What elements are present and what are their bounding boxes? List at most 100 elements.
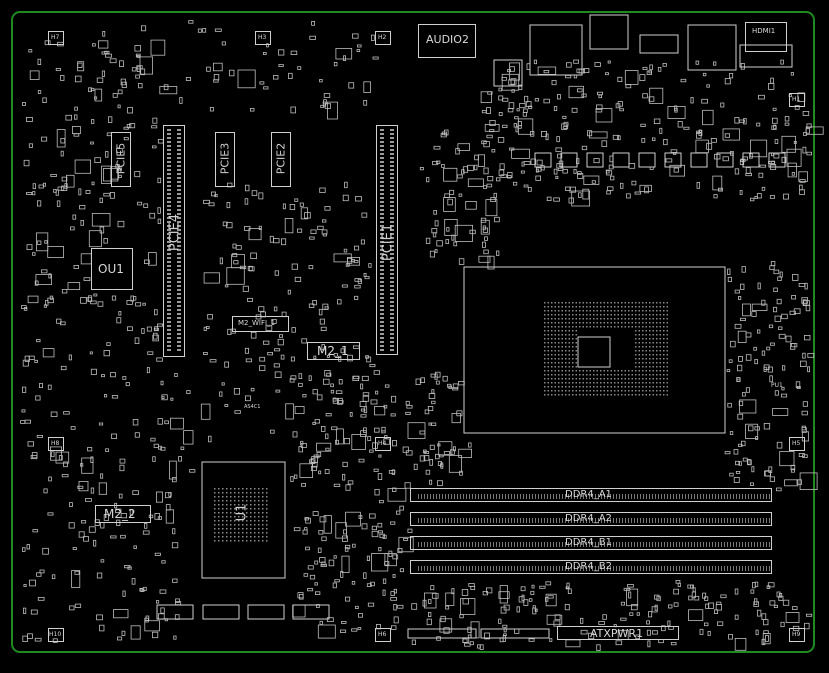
cpu-pin xyxy=(628,382,630,384)
atxpwr-connector[interactable] xyxy=(557,626,679,640)
pcie4-pin xyxy=(177,249,181,251)
dimm-pin xyxy=(706,542,707,547)
smd-component xyxy=(37,597,45,601)
pcie4-pin xyxy=(177,261,181,263)
pcie4-pin xyxy=(167,161,171,163)
dimm-pin xyxy=(442,542,443,547)
smd-component xyxy=(595,108,613,123)
smd-component xyxy=(342,461,348,467)
pch-pin xyxy=(246,500,248,502)
pch-pin xyxy=(254,528,256,530)
cpu-pin xyxy=(631,302,633,304)
smd-component xyxy=(74,106,78,111)
smd-component xyxy=(776,487,782,492)
pcie5-slot[interactable] xyxy=(111,132,131,187)
cpu-pin xyxy=(607,322,609,324)
cpu-pin xyxy=(649,362,651,364)
pcie2-slot[interactable] xyxy=(271,132,291,187)
cpu-pin xyxy=(558,346,560,348)
dimm-slot-b1[interactable] xyxy=(410,536,772,550)
dimm-pin xyxy=(673,518,674,523)
smd-component xyxy=(109,191,115,199)
pcie4-pin xyxy=(177,345,181,347)
cpu-pin xyxy=(642,322,644,324)
cpu-pin xyxy=(631,314,633,316)
smd-component xyxy=(298,373,303,380)
dimm-pin xyxy=(424,566,425,571)
dimm-slot-b2[interactable] xyxy=(410,560,772,574)
smd-component xyxy=(763,364,770,370)
smd-component xyxy=(335,390,343,394)
cpu-pin xyxy=(558,378,560,380)
pch-pin xyxy=(234,508,236,510)
m2-1-slot[interactable] xyxy=(307,342,360,360)
audio2-connector[interactable] xyxy=(418,24,476,58)
cpu-pin xyxy=(603,322,605,324)
cpu-pin xyxy=(572,358,574,360)
smd-component xyxy=(299,463,313,478)
pcie1-slot[interactable] xyxy=(376,125,398,355)
dimm-slot-a1[interactable] xyxy=(410,488,772,502)
m2-2-slot[interactable] xyxy=(95,505,151,523)
smd-component xyxy=(92,43,96,47)
smd-component xyxy=(696,181,700,189)
smd-component xyxy=(453,241,458,247)
smd-component xyxy=(311,461,318,468)
vrm-inductor xyxy=(742,152,760,168)
cpu-pin xyxy=(603,386,605,388)
smd-component xyxy=(142,530,150,535)
hdmi-connector[interactable] xyxy=(745,22,787,52)
smd-component xyxy=(739,119,745,123)
dimm-pin xyxy=(667,542,668,547)
smd-component xyxy=(619,108,624,112)
smd-component xyxy=(734,588,739,595)
smd-component xyxy=(219,257,223,265)
smd-component xyxy=(770,342,775,346)
cpu-pin xyxy=(610,310,612,312)
pcie4-pin xyxy=(177,349,181,351)
smd-component xyxy=(568,197,574,204)
cpu-pin xyxy=(656,390,658,392)
smd-component xyxy=(457,143,470,151)
dimm-pin xyxy=(649,518,650,523)
cpu-pin xyxy=(649,338,651,340)
cpu-pin xyxy=(593,390,595,392)
m2-wifi-slot[interactable] xyxy=(232,316,289,332)
dimm-pin xyxy=(508,542,509,547)
cpu-pin xyxy=(547,382,549,384)
pch-pin xyxy=(214,528,216,530)
smd-component xyxy=(351,628,358,632)
cpu-pin xyxy=(631,386,633,388)
pch-pin xyxy=(250,536,252,538)
pcie4-pin xyxy=(177,213,181,215)
pcie4-pin xyxy=(177,317,181,319)
pcie1-pin xyxy=(380,129,384,131)
smd-component xyxy=(458,193,463,197)
smd-component xyxy=(528,105,533,109)
cpu-pin xyxy=(617,306,619,308)
smd-component xyxy=(235,245,242,250)
cpu-pin xyxy=(663,386,665,388)
dimm-pin xyxy=(544,518,545,523)
smd-component xyxy=(328,559,335,567)
cpu-pin xyxy=(659,394,661,396)
smd-component xyxy=(103,167,119,182)
cpu-pin xyxy=(635,318,637,320)
dimm-slot-a2[interactable] xyxy=(410,512,772,526)
smd-component xyxy=(157,516,162,520)
ou1-chip[interactable] xyxy=(91,248,133,290)
pch-pin xyxy=(254,536,256,538)
smd-component xyxy=(112,93,118,98)
pch-pin xyxy=(226,540,228,542)
pch-pin xyxy=(222,520,224,522)
smd-component xyxy=(522,112,528,117)
smd-component xyxy=(478,255,491,263)
smd-component xyxy=(557,94,561,100)
pcie3-slot[interactable] xyxy=(215,132,235,187)
dimm-pin xyxy=(736,494,737,499)
dimm-pin xyxy=(691,566,692,571)
pcie4-slot[interactable] xyxy=(163,125,185,357)
cpu-pin xyxy=(610,318,612,320)
dimm-pin xyxy=(580,518,581,523)
cpu-pin xyxy=(589,322,591,324)
